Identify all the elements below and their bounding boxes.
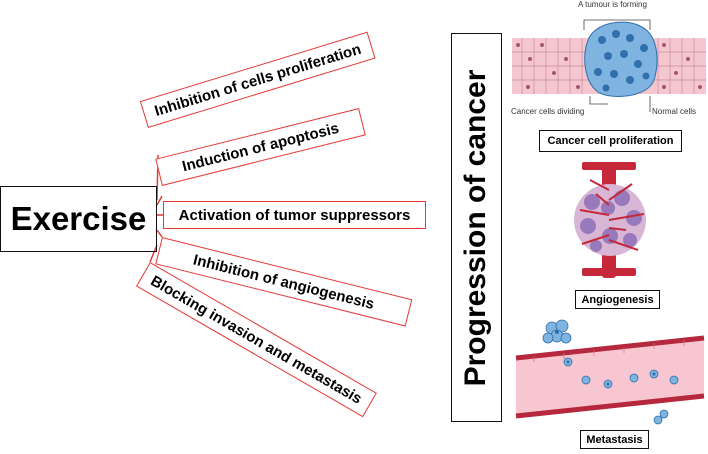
normal-cells-label: Normal cells [652, 107, 697, 116]
progression-box [451, 33, 502, 422]
effect-label-tumor-suppressors: Activation of tumor suppressors [178, 206, 411, 224]
tumour-forming-label: A tumour is forming [578, 0, 647, 9]
exercise-label: Exercise [10, 200, 147, 237]
angiogenesis-illustration [574, 162, 646, 278]
tumour-illustration [512, 19, 706, 112]
effect-activation-tumor-suppressors: Activation of tumor suppressors [163, 201, 426, 229]
exercise-box: Exercise [0, 186, 157, 252]
metastasis-caption-text: Metastasis [586, 433, 643, 446]
proliferation-caption-text: Cancer cell proliferation [547, 135, 674, 147]
cancer-cells-dividing-label: Cancer cells dividing [511, 107, 585, 116]
angiogenesis-caption-text: Angiogenesis [581, 293, 654, 306]
progression-label: Progression of cancer [459, 69, 492, 387]
metastasis-illustration [515, 319, 705, 425]
metastasis-caption: Metastasis [580, 430, 649, 449]
angiogenesis-caption: Angiogenesis [575, 290, 660, 309]
proliferation-caption: Cancer cell proliferation [539, 130, 682, 152]
